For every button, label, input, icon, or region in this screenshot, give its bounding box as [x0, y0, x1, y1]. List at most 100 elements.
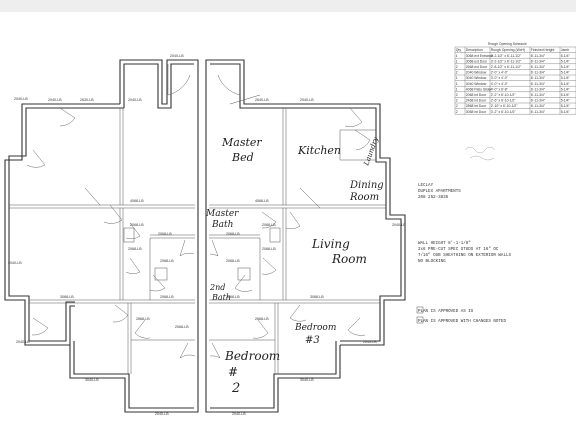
table-row: 2 3068 int Door 3'-2" x 6'-10-1/2" 6'-11-3/… [456, 110, 571, 114]
dim-tag: 2040-LB [232, 412, 246, 416]
dim-tag: 2068-LB [130, 223, 144, 227]
dim-tag: 2040-LB [8, 261, 22, 265]
schedule-cell: 6'-11-3/4" [531, 93, 546, 97]
schedule-cell: 2 [456, 99, 458, 103]
approval-line: PLAN IS APPROVED WITH CHANGES NOTED [418, 320, 506, 324]
label-bedroom3-2: #3 [305, 335, 320, 346]
dim-tag: 2668-LB [255, 317, 269, 321]
schedule-cell: 6'-11-3/4" [531, 59, 546, 63]
schedule-cell: 6'-11-3/4" [531, 104, 546, 108]
schedule-cell: 2'-10" x 6'-10-1/2" [491, 104, 518, 108]
schedule-cell: 3'-2-1/2" x 6'-11-1/2" [491, 59, 522, 63]
schedule-cell: 5-1/4" [561, 110, 571, 114]
label-bedroom2-2: # [228, 365, 238, 379]
schedule-header-cell: Jamb [561, 48, 569, 52]
schedule-cell: 5-1/4" [561, 82, 571, 86]
schedule-cell: 2868 int Door [466, 104, 487, 108]
schedule-cell: 4040 Window [466, 82, 487, 86]
label-bedroom2-3: 2 [231, 381, 240, 396]
room-labels: Master Bed Kitchen Laundry Dining Room M… [205, 135, 384, 396]
schedule-cell: 5-1/4" [561, 87, 571, 91]
note-line: WALL HEIGHT 8'-1-1/8" [418, 241, 471, 246]
label-bath2-2: Bath [211, 293, 231, 302]
note-line: 208 252-3836 [418, 196, 449, 200]
note-line: DUPLEX APARTMENTS [418, 190, 461, 194]
schedule-cell: 2 [456, 71, 458, 75]
schedule-cell: 6'-11-3/4" [531, 87, 546, 91]
schedule-cell: 6'-11-3/4" [531, 65, 546, 69]
note-line: 2x6 PRE-CUT SPEC STUDS AT 16" OC [418, 247, 499, 252]
schedule-cell: 5-1/4" [561, 93, 571, 97]
schedule-cell: 6'-11-3/4" [531, 99, 546, 103]
scan-edge [0, 0, 576, 12]
label-kitchen: Kitchen [297, 144, 341, 157]
schedule-cell: 2 [456, 110, 458, 114]
dim-tag: 2068-LB [262, 223, 276, 227]
label-master-bath-1: Master [205, 209, 239, 219]
schedule-cell: 2040 Window [466, 71, 487, 75]
schedule-cell: 5-1/4" [561, 71, 571, 75]
schedule-cell: 2'-2" x 6'-10-1/2" [491, 93, 517, 97]
dim-tag: 2068-LB [175, 325, 189, 329]
dim-tag: 4068-LB [255, 199, 269, 203]
dim-tag: 2040-LB [170, 54, 184, 58]
dim-tag: 2068-LB [226, 295, 240, 299]
schedule-cell: 5-1/4" [561, 65, 571, 69]
schedule-cell: 6'-11-3/4" [531, 110, 546, 114]
label-dining-2: Room [349, 192, 379, 203]
pencil-scribble [464, 146, 496, 161]
label-master-bed-2: Bed [231, 151, 254, 164]
schedule-cell: 3'-2-1/2" x 6'-11-1/2" [491, 54, 522, 58]
schedule-cell: 3'-0" x 4'-0" [491, 76, 509, 80]
dim-tag: 2068-LB [158, 232, 172, 236]
dim-tag: 2040-LB [300, 98, 314, 102]
schedule-cell: 2668 ext Door [466, 65, 488, 69]
schedule-cell: 5-1/4" [561, 59, 571, 63]
schedule-cell: 6'-11-3/4" [531, 71, 546, 75]
schedule-cell: 3040 Window [466, 76, 487, 80]
dim-tag: 3040-LB [300, 378, 314, 382]
schedule-cell: 1 [456, 54, 458, 58]
dim-tag: 3040-LB [85, 378, 99, 382]
dim-tag: 2040-LB [155, 412, 169, 416]
dim-tag: 2068-LB [262, 247, 276, 251]
approval-stamp: PLAN IS APPROVED AS IS PLAN IS APPROVED … [416, 306, 506, 324]
label-dining-1: Dining [349, 180, 384, 191]
schedule-cell: 3068 int Door [466, 110, 487, 114]
schedule-cell: 4'-0" x 4'-0" [491, 82, 509, 86]
dim-tag: 2068-LB [160, 295, 174, 299]
schedule-cell: 1 [456, 59, 458, 63]
dim-tag: 2040-LB [392, 223, 406, 227]
schedule-cell: 6'-11-3/4" [531, 54, 546, 58]
schedule-header-cell: Finished Height [531, 48, 555, 52]
schedule-header-cell: Rough Opening (WxH) [491, 48, 525, 52]
note-line: LECLAY [418, 184, 434, 188]
schedule-cell: 2 [456, 93, 458, 97]
schedule-title: Rough Opening Schedule [488, 42, 527, 46]
fixture-marks [84, 94, 321, 281]
schedule-header-cell: Qty [456, 48, 462, 52]
schedule-cell: 4'-0" x 6'-8" [491, 87, 509, 91]
schedule-cell: 2'-0" x 4'-0" [491, 71, 509, 75]
label-bath2-1: 2nd [209, 283, 225, 292]
schedule-cell: 5-1/4" [561, 99, 571, 103]
dim-tag: 2068-LB [226, 232, 240, 236]
schedule-cell: 3'-2" x 6'-10-1/2" [491, 110, 517, 114]
dim-tag: 2630-LB [80, 98, 94, 102]
note-line: NO BLOCKING [418, 260, 446, 264]
label-living-1: Living [311, 237, 350, 251]
schedule-cell: 6'-11-3/4" [531, 76, 546, 80]
dimension-tags: 2040-LB 2630-LB 2040-LB 2040-LB 2640-LB … [8, 54, 406, 416]
schedule-cell: 5-1/4" [561, 54, 571, 58]
label-laundry: Laundry [362, 135, 380, 167]
